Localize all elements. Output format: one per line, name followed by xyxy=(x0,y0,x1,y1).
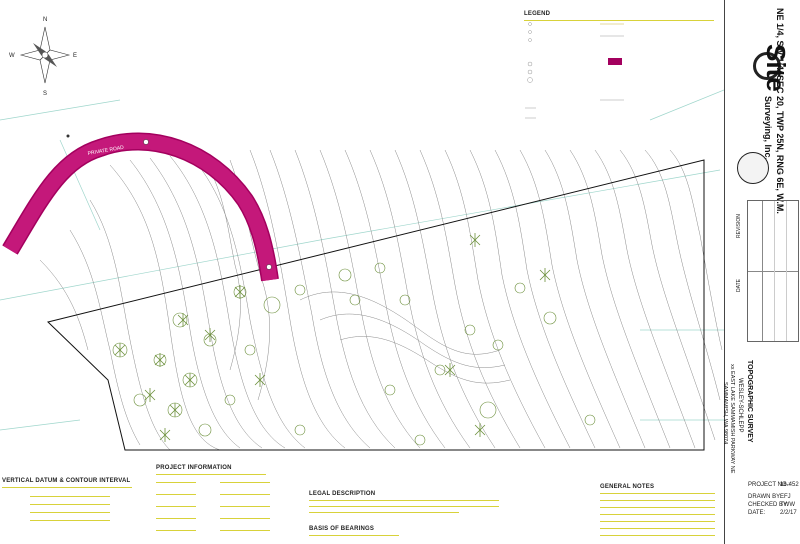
legal-description-title: LEGAL DESCRIPTION xyxy=(309,491,376,497)
drawn-by-value: EFJ xyxy=(780,494,791,500)
property-boundary xyxy=(47,159,705,451)
title-block: NE 1/4, SW 1/4, SEC 20, TWP 25N, RNG 6E,… xyxy=(722,0,800,544)
professional-seal xyxy=(737,152,769,184)
point-marker xyxy=(66,134,70,138)
revision-label: REVISION xyxy=(736,214,742,238)
client-name: WESLEY-SCHLEPP xyxy=(737,378,743,433)
checked-by-value: TWW xyxy=(780,502,795,508)
checked-by-label: CHECKED BY: xyxy=(748,502,789,508)
topographic-map: PRIVATE ROAD xyxy=(0,17,724,451)
company-name: Site xyxy=(761,44,791,92)
trees xyxy=(112,262,596,446)
conifer-symbols xyxy=(114,233,551,442)
company-logo xyxy=(753,52,781,80)
project-no-label: PROJECT NO.: xyxy=(748,482,790,488)
address-line-1: xx EAST LAKE SAMMAMISH PARKWAY NE xyxy=(729,364,735,474)
project-info-title: PROJECT INFORMATION xyxy=(156,465,232,471)
date-value: 2/2/17 xyxy=(780,510,797,516)
legend-title: LEGEND xyxy=(524,11,551,17)
vertical-datum-title: VERTICAL DATUM & CONTOUR INTERVAL xyxy=(2,478,131,484)
location-text: NE 1/4, SW 1/4, SEC 20, TWP 25N, RNG 6E,… xyxy=(775,8,785,214)
compass-w: W xyxy=(9,53,15,59)
drawn-by-label: DRAWN BY: xyxy=(748,494,782,500)
address-line-2: SAMMAMISH, WA 98074 xyxy=(722,382,728,445)
legend-symbols xyxy=(525,22,624,119)
date-label: DATE xyxy=(736,279,742,292)
general-notes-title: GENERAL NOTES xyxy=(600,484,655,490)
survey-title: TOPOGRAPHIC SURVEY xyxy=(746,360,753,443)
monument-marker xyxy=(143,139,149,145)
basis-of-bearings-title: BASIS OF BEARINGS xyxy=(309,526,375,532)
project-no-value: 16-452 xyxy=(780,482,799,488)
compass-e: E xyxy=(73,53,77,59)
revision-table xyxy=(747,200,799,342)
company-sub: Surveying, Inc. xyxy=(763,96,773,161)
monument-marker xyxy=(266,264,272,270)
compass-n: N xyxy=(43,17,47,23)
contour-lines xyxy=(39,149,723,451)
date-label-project: DATE: xyxy=(748,510,766,516)
compass-s: S xyxy=(43,91,47,97)
north-arrow: N S E W xyxy=(9,17,77,97)
